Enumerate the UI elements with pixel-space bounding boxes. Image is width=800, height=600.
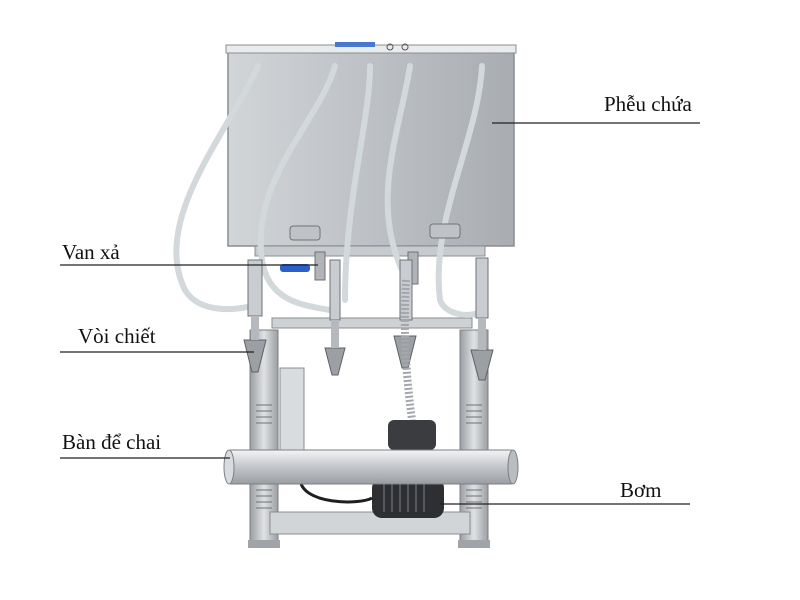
valve-handle — [280, 264, 310, 272]
bottle-table — [223, 449, 519, 485]
machine-frame — [248, 245, 490, 548]
label-bottle-table: Bàn để chai — [62, 430, 162, 454]
drain-valves — [280, 223, 461, 285]
label-hopper: Phễu chứa — [604, 92, 692, 116]
pump-hose — [400, 279, 416, 421]
label-filling-nozzle: Vòi chiết — [78, 324, 156, 348]
label-drain-valve: Van xả — [62, 240, 120, 264]
label-pump: Bơm — [620, 478, 662, 502]
pump-unit — [298, 420, 444, 518]
hoses — [173, 63, 485, 318]
leader-lines — [60, 122, 700, 505]
